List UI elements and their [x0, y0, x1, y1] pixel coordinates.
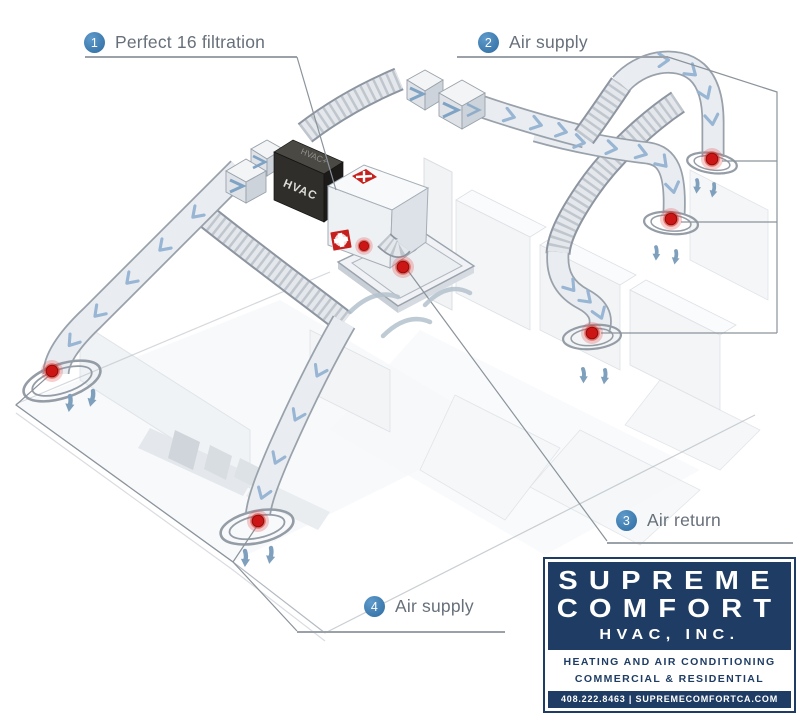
callout-1: 1 Perfect 16 filtration [84, 32, 265, 53]
callout-3: 3 Air return [616, 510, 721, 531]
logo-company-type: HVAC, INC. [599, 626, 740, 644]
callout-4-text: Air supply [395, 596, 474, 616]
callout-1-badge: 1 [84, 32, 105, 53]
logo-main-panel: SUPREME COMFORT HVAC, INC. [548, 562, 791, 651]
callout-2: 2 Air supply [478, 32, 588, 53]
flex-duct-to-floor-vent [188, 198, 352, 332]
flex-duct-to-grille [377, 233, 411, 258]
vent-marker-c [700, 147, 724, 171]
return-air-swooshes [347, 286, 473, 339]
flex-duct-trunk [297, 67, 404, 143]
callout-2-text: Air supply [509, 32, 588, 52]
callout-3-text: Air return [647, 510, 721, 530]
logo-tagline-2: COMMERCIAL & RESIDENTIAL [574, 672, 765, 685]
callout-1-text: Perfect 16 filtration [115, 32, 266, 52]
vent-marker-a [40, 359, 64, 383]
logo-tagline-1: HEATING AND AIR CONDITIONING [563, 656, 776, 669]
filter-indicator-dot [354, 236, 374, 256]
callout-4-badge: 4 [364, 596, 385, 617]
filter-badge-top [352, 169, 377, 184]
callout-2-badge: 2 [478, 32, 499, 53]
duct-junction-boxes [406, 69, 486, 130]
callout-3-badge: 3 [616, 510, 637, 531]
logo-word-2: COMFORT [556, 593, 783, 624]
vent-marker-b [246, 509, 270, 533]
callout-lines [15, 56, 793, 633]
logo-contact-strip: 408.222.8463 | SUPREMECOMFORTCA.COM [548, 691, 791, 708]
vent-marker-e [580, 321, 604, 345]
filter-badge-front [329, 228, 353, 252]
company-logo: SUPREME COMFORT HVAC, INC. HEATING AND A… [543, 557, 796, 713]
vent-marker-d [659, 207, 683, 231]
logo-word-1: SUPREME [558, 565, 781, 596]
callout-4: 4 Air supply [364, 596, 474, 617]
return-grille-marker [391, 255, 415, 279]
logo-tagline-band: HEATING AND AIR CONDITIONING COMMERCIAL … [548, 652, 791, 689]
